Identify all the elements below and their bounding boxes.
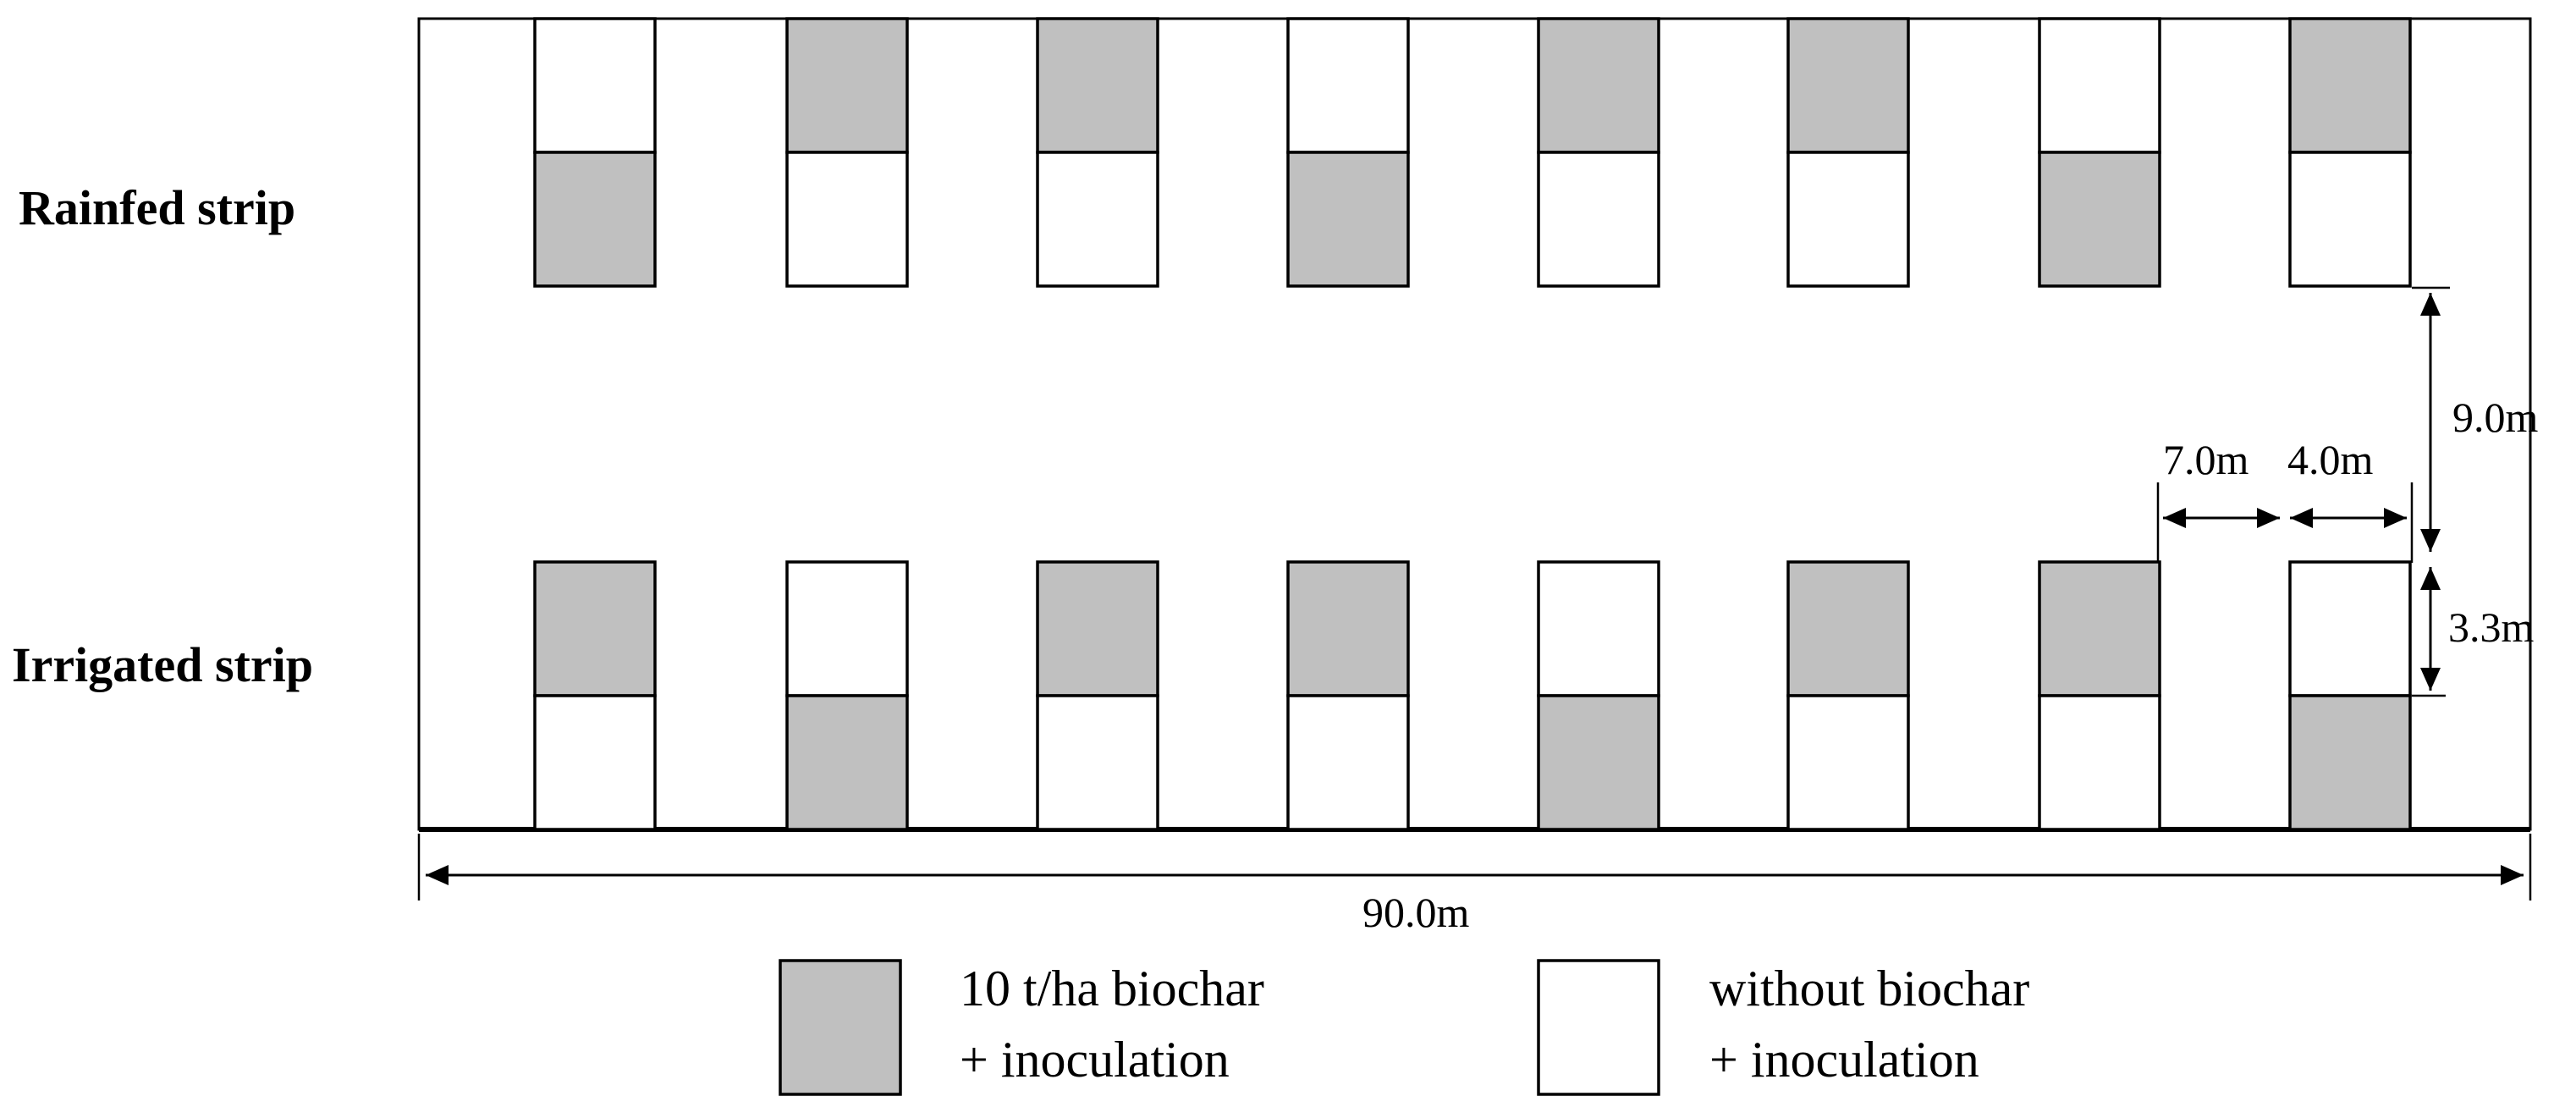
irrigated-plot-7-lower-without [2038, 694, 2161, 831]
irrigated-plot-6-lower-without [1786, 694, 1910, 831]
legend-without-line2: + inoculation [1709, 1032, 1979, 1088]
irrigated-plot-8-lower-biochar [2288, 694, 2412, 831]
rainfed-plot-4-upper-without [1286, 17, 1410, 154]
irrigated-plot-2-lower-biochar [785, 694, 909, 831]
rainfed-plot-7-upper-without [2038, 17, 2161, 154]
legend-without-line1: without biochar [1709, 961, 2029, 1016]
irrigated-plot-4-upper-biochar [1286, 560, 1410, 697]
irrigated-plot-5-upper-without [1537, 560, 1660, 697]
rainfed-plot-3-upper-biochar [1036, 17, 1159, 154]
irrigated-plot-4-lower-without [1286, 694, 1410, 831]
irrigated-plot-1-upper-biochar [533, 560, 657, 697]
rainfed-plot-8-upper-biochar [2288, 17, 2412, 154]
irrigated-plot-1-lower-without [533, 694, 657, 831]
rainfed-plot-1-lower-biochar [533, 151, 657, 288]
rainfed-plot-6-lower-without [1786, 151, 1910, 288]
irrigated-plot-7-upper-biochar [2038, 560, 2161, 697]
rainfed-plot-2-upper-biochar [785, 17, 909, 154]
rainfed-plot-3-lower-without [1036, 151, 1159, 288]
irrigated-plot-3-upper-biochar [1036, 560, 1159, 697]
irrigated-plot-5-lower-biochar [1537, 694, 1660, 831]
field-boundary [417, 17, 2532, 831]
plot-width-label: 4.0m [2287, 436, 2374, 483]
field-length-label: 90.0m [1362, 889, 1470, 936]
rainfed-plot-5-lower-without [1537, 151, 1660, 288]
rainfed-plot-4-lower-biochar [1286, 151, 1410, 288]
rainfed-plot-2-lower-without [785, 151, 909, 288]
legend-biochar-line2: + inoculation [960, 1032, 1230, 1088]
legend-biochar-line1: 10 t/ha biochar [960, 961, 1264, 1016]
rainfed-plot-8-lower-without [2288, 151, 2412, 288]
rainfed-plot-6-upper-biochar [1786, 17, 1910, 154]
legend-biochar-swatch [779, 959, 902, 1096]
rainfed-plot-5-upper-biochar [1537, 17, 1660, 154]
irrigated-plot-2-upper-without [785, 560, 909, 697]
rainfed-plot-1-upper-without [533, 17, 657, 154]
rainfed-strip-label: Rainfed strip [19, 180, 295, 235]
plot-length-label: 3.3m [2448, 603, 2535, 651]
irrigated-plot-8-upper-without [2288, 560, 2412, 697]
plot-grid [533, 17, 2412, 831]
rainfed-plot-7-lower-biochar [2038, 151, 2161, 288]
irrigated-plot-3-lower-without [1036, 694, 1159, 831]
legend-without-swatch [1537, 959, 1660, 1096]
irrigated-plot-6-upper-biochar [1786, 560, 1910, 697]
strip-gap-label: 9.0m [2452, 394, 2539, 441]
plot-spacing-label: 7.0m [2163, 436, 2249, 483]
irrigated-strip-label: Irrigated strip [12, 637, 313, 692]
